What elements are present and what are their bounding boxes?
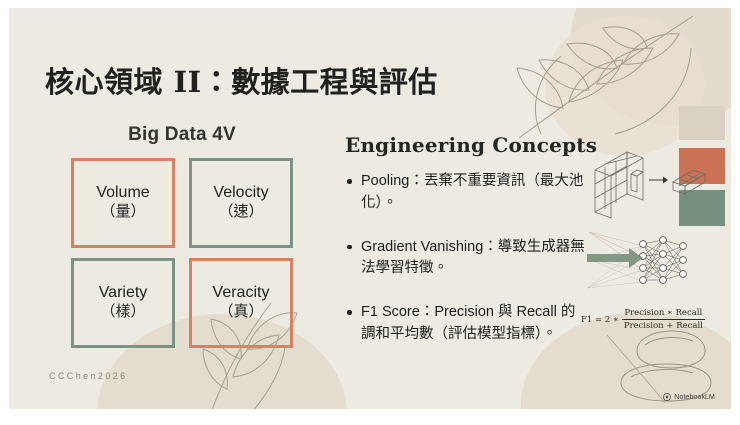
v-card-variety[interactable]: Variety （樣） xyxy=(71,257,175,348)
color-swatch-beige xyxy=(679,106,725,140)
v-card-chinese-label: （樣） xyxy=(100,303,146,321)
engineering-concepts-section: Engineering Concepts Pooling：丟棄不重要資訊（最大池… xyxy=(345,116,598,368)
bullet-pooling: Pooling：丟棄不重要資訊（最大池化）。 xyxy=(345,171,585,215)
big-data-heading: Big Data 4V xyxy=(128,123,236,145)
v-card-english-label: Variety xyxy=(98,284,148,302)
v-card-chinese-label: （速） xyxy=(218,203,264,221)
notebooklm-badge-label: NotebookLM xyxy=(674,393,715,401)
slide-canvas: 核心領域 II：數據工程與評估 Big Data 4V Volume （量） V… xyxy=(9,8,731,409)
v-card-english-label: Velocity xyxy=(213,184,269,202)
neural-network-diagram-illustration xyxy=(586,231,687,289)
v-card-english-label: Veracity xyxy=(212,284,270,302)
color-swatch-orange xyxy=(679,148,725,184)
big-data-4v-grid: Volume （量） Velocity （速） Variety （樣） Vera… xyxy=(57,157,307,348)
v-card-english-label: Volume xyxy=(96,184,150,202)
f1-score-formula: F1 = 2 ∗ Precision ∗ Recall Precision + … xyxy=(581,308,705,331)
engineering-concepts-heading: Engineering Concepts xyxy=(345,132,598,157)
slide-title: 核心領域 II：數據工程與評估 xyxy=(45,65,438,100)
big-data-section: Big Data 4V Volume （量） Velocity （速） Vari… xyxy=(57,108,307,348)
f1-formula-lhs: F1 = 2 ∗ xyxy=(581,314,619,325)
v-card-velocity[interactable]: Velocity （速） xyxy=(189,157,293,248)
f1-formula-denominator: Precision + Recall xyxy=(621,319,705,331)
bullet-f1-score: F1 Score：Precision 與 Recall 的調和平均數（評估模型指… xyxy=(345,302,585,346)
v-card-volume[interactable]: Volume （量） xyxy=(71,157,175,248)
color-swatch-green xyxy=(679,190,725,226)
f1-formula-numerator: Precision ∗ Recall xyxy=(624,308,703,318)
v-card-chinese-label: （量） xyxy=(100,203,146,221)
notebooklm-badge: NotebookLM xyxy=(663,393,715,401)
v-card-veracity[interactable]: Veracity （真） xyxy=(189,257,293,348)
stacked-stones-line-art xyxy=(607,330,712,403)
notebooklm-logo-icon xyxy=(663,393,672,401)
author-watermark: CCChen2026 xyxy=(49,371,128,381)
v-card-chinese-label: （真） xyxy=(218,303,264,321)
bullet-gradient-vanishing: Gradient Vanishing：導致生成器無法學習特徵。 xyxy=(345,237,585,281)
f1-formula-fraction: Precision ∗ Recall Precision + Recall xyxy=(621,308,705,331)
